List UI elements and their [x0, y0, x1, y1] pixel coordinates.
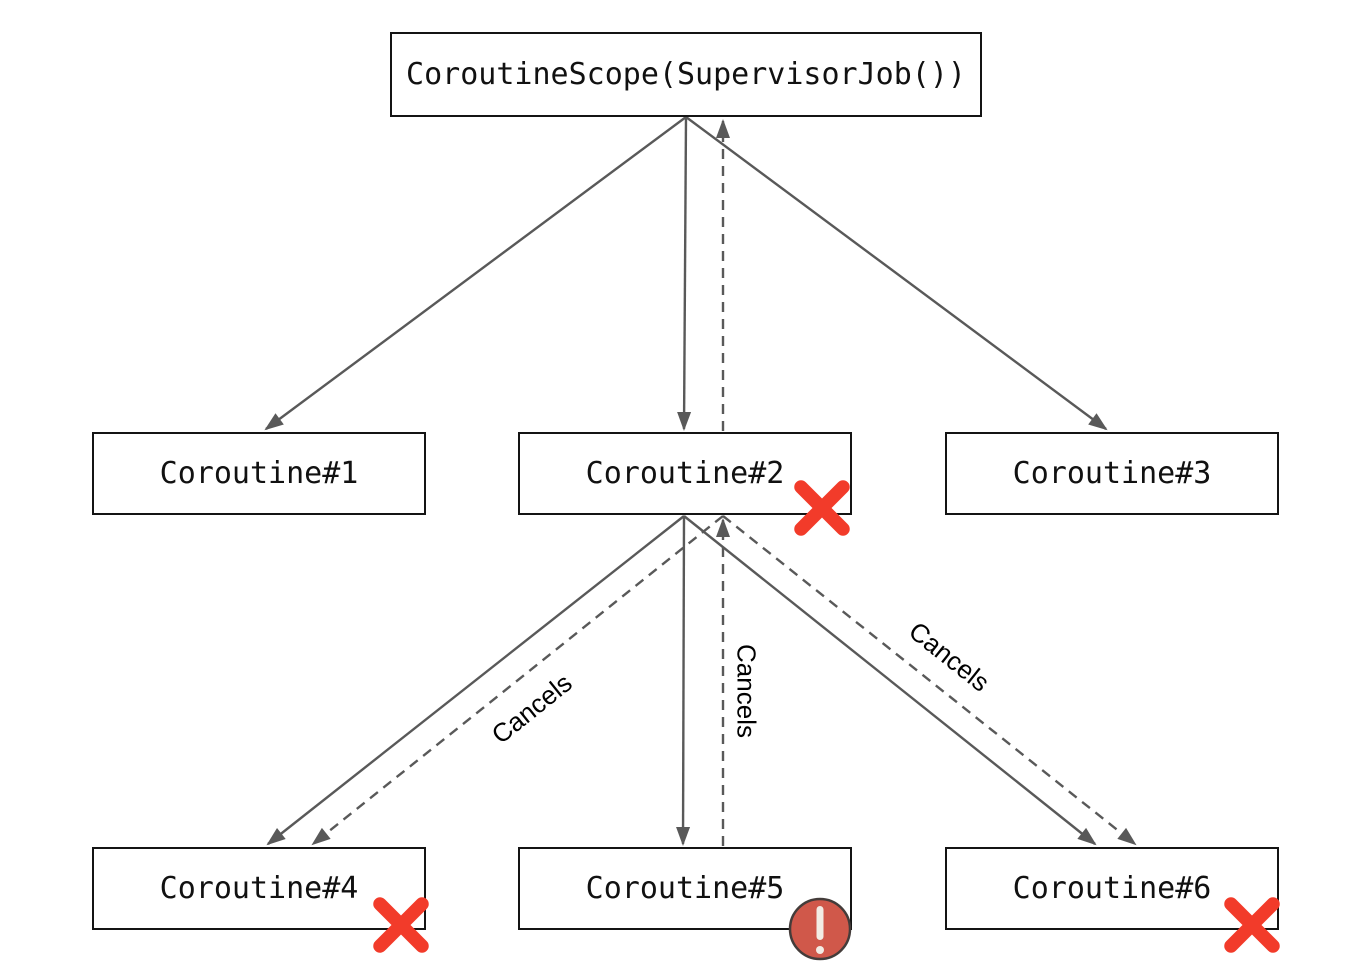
cancel-label-middle: Cancels [731, 644, 762, 738]
edge-coroutine2-to-coroutine5 [676, 515, 691, 846]
node-coroutine-6-label: Coroutine#6 [1012, 871, 1212, 906]
node-coroutine-3: Coroutine#3 [945, 432, 1279, 515]
node-coroutine-1-label: Coroutine#1 [159, 456, 359, 491]
edge-coroutine2-to-coroutine6 [683, 515, 1097, 846]
edge-scope-to-coroutine2 [677, 116, 692, 431]
node-coroutine-5: Coroutine#5 [518, 847, 852, 930]
node-coroutine-3-label: Coroutine#3 [1012, 456, 1212, 491]
edge-scope-to-coroutine1 [264, 116, 687, 431]
cancel-edge-coroutine2-to-coroutine4 [311, 515, 724, 846]
node-coroutine-scope-label: CoroutineScope(SupervisorJob()) [406, 57, 966, 92]
node-coroutine-2: Coroutine#2 [518, 432, 852, 515]
edge-coroutine2-to-coroutine4 [266, 515, 685, 846]
node-coroutine-1: Coroutine#1 [92, 432, 426, 515]
node-coroutine-6: Coroutine#6 [945, 847, 1279, 930]
edge-scope-to-coroutine3 [685, 116, 1108, 431]
cancel-edge-coroutine2-to-coroutine6 [722, 515, 1137, 846]
node-coroutine-2-label: Coroutine#2 [585, 456, 785, 491]
node-coroutine-5-label: Coroutine#5 [585, 871, 785, 906]
node-coroutine-4-label: Coroutine#4 [159, 871, 359, 906]
node-coroutine-scope: CoroutineScope(SupervisorJob()) [390, 32, 982, 117]
node-coroutine-4: Coroutine#4 [92, 847, 426, 930]
